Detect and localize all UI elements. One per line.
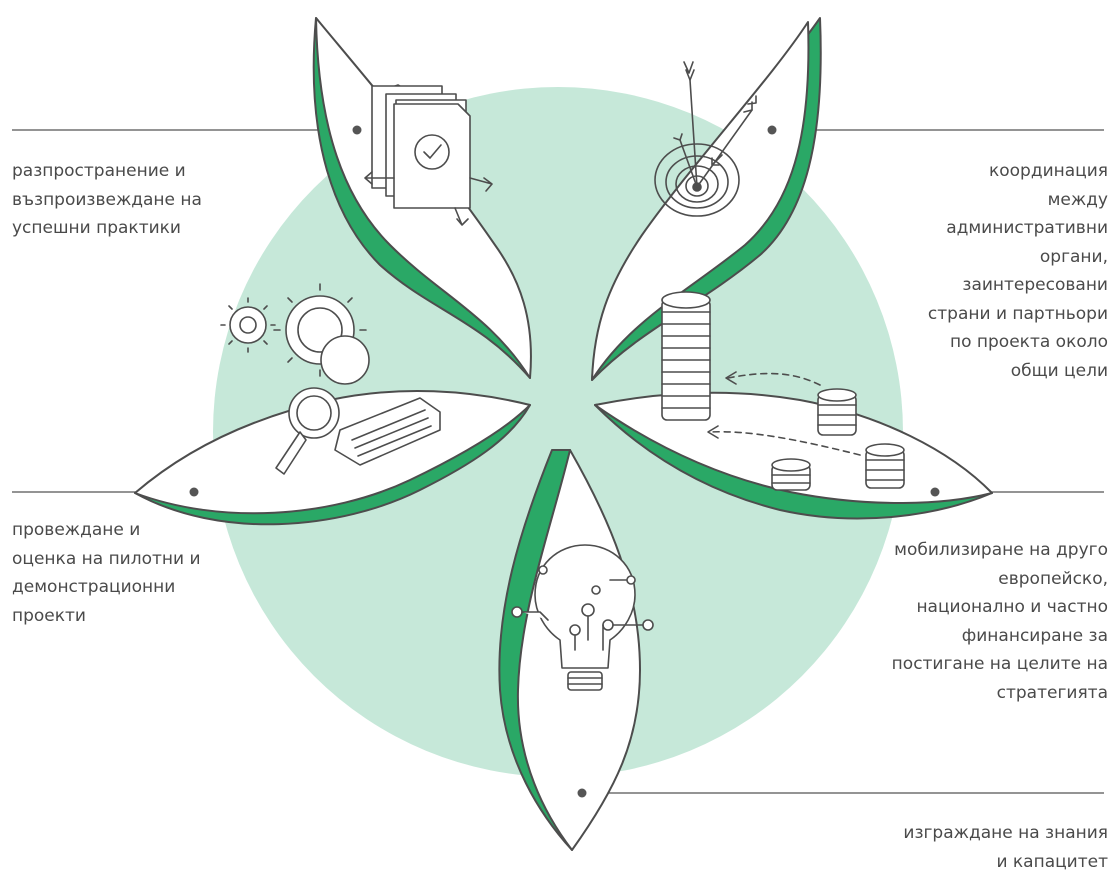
label-line: оценка на пилотни и: [12, 548, 201, 569]
label-line: мобилизиране на друго: [894, 540, 1108, 560]
label-line: европейско,: [998, 568, 1108, 589]
label-line: национално и частно: [916, 597, 1108, 617]
label-coordination: координация между административни органи…: [928, 157, 1108, 385]
label-line: страни и партньори: [927, 303, 1108, 324]
target-arrows-icon: [654, 61, 757, 217]
label-pilot: провеждане и оценка на пилотни и демонст…: [12, 516, 201, 630]
label-line: провеждане и: [12, 520, 141, 540]
label-line: демонстрационни: [12, 577, 176, 597]
label-line: органи,: [1039, 246, 1108, 267]
label-line: стратегията: [996, 682, 1108, 703]
label-line: проекти: [12, 605, 86, 626]
label-line: изграждане на знания: [903, 823, 1108, 843]
lightbulb-circuit-icon: [511, 544, 654, 691]
label-line: общи цели: [1010, 360, 1108, 381]
label-line: възпроизвеждане на: [12, 189, 202, 210]
label-line: разпространение и: [12, 161, 186, 181]
label-line: координация: [988, 161, 1108, 181]
label-line: финансиране за: [961, 625, 1108, 646]
label-line: заинтересовани: [962, 275, 1108, 295]
label-knowledge: изграждане на знания и капацитет: [903, 819, 1108, 871]
label-line: административни: [946, 218, 1108, 238]
label-line: и капацитет: [996, 851, 1108, 871]
label-line: постигане на целите на: [891, 654, 1108, 674]
label-mobilising: мобилизиране на друго европейско, национ…: [892, 536, 1108, 707]
coin-stacks-icon: [661, 291, 905, 491]
petal-coordination: [591, 17, 822, 381]
documents-check-arrows-icon: [364, 84, 493, 226]
label-line: между: [1047, 189, 1108, 210]
label-line: по проекта около: [949, 332, 1108, 352]
label-dissemination: разпространение и възпроизвеждане на усп…: [12, 157, 202, 243]
label-line: успешни практики: [12, 218, 181, 238]
gears-magnifier-icon: [220, 283, 441, 475]
